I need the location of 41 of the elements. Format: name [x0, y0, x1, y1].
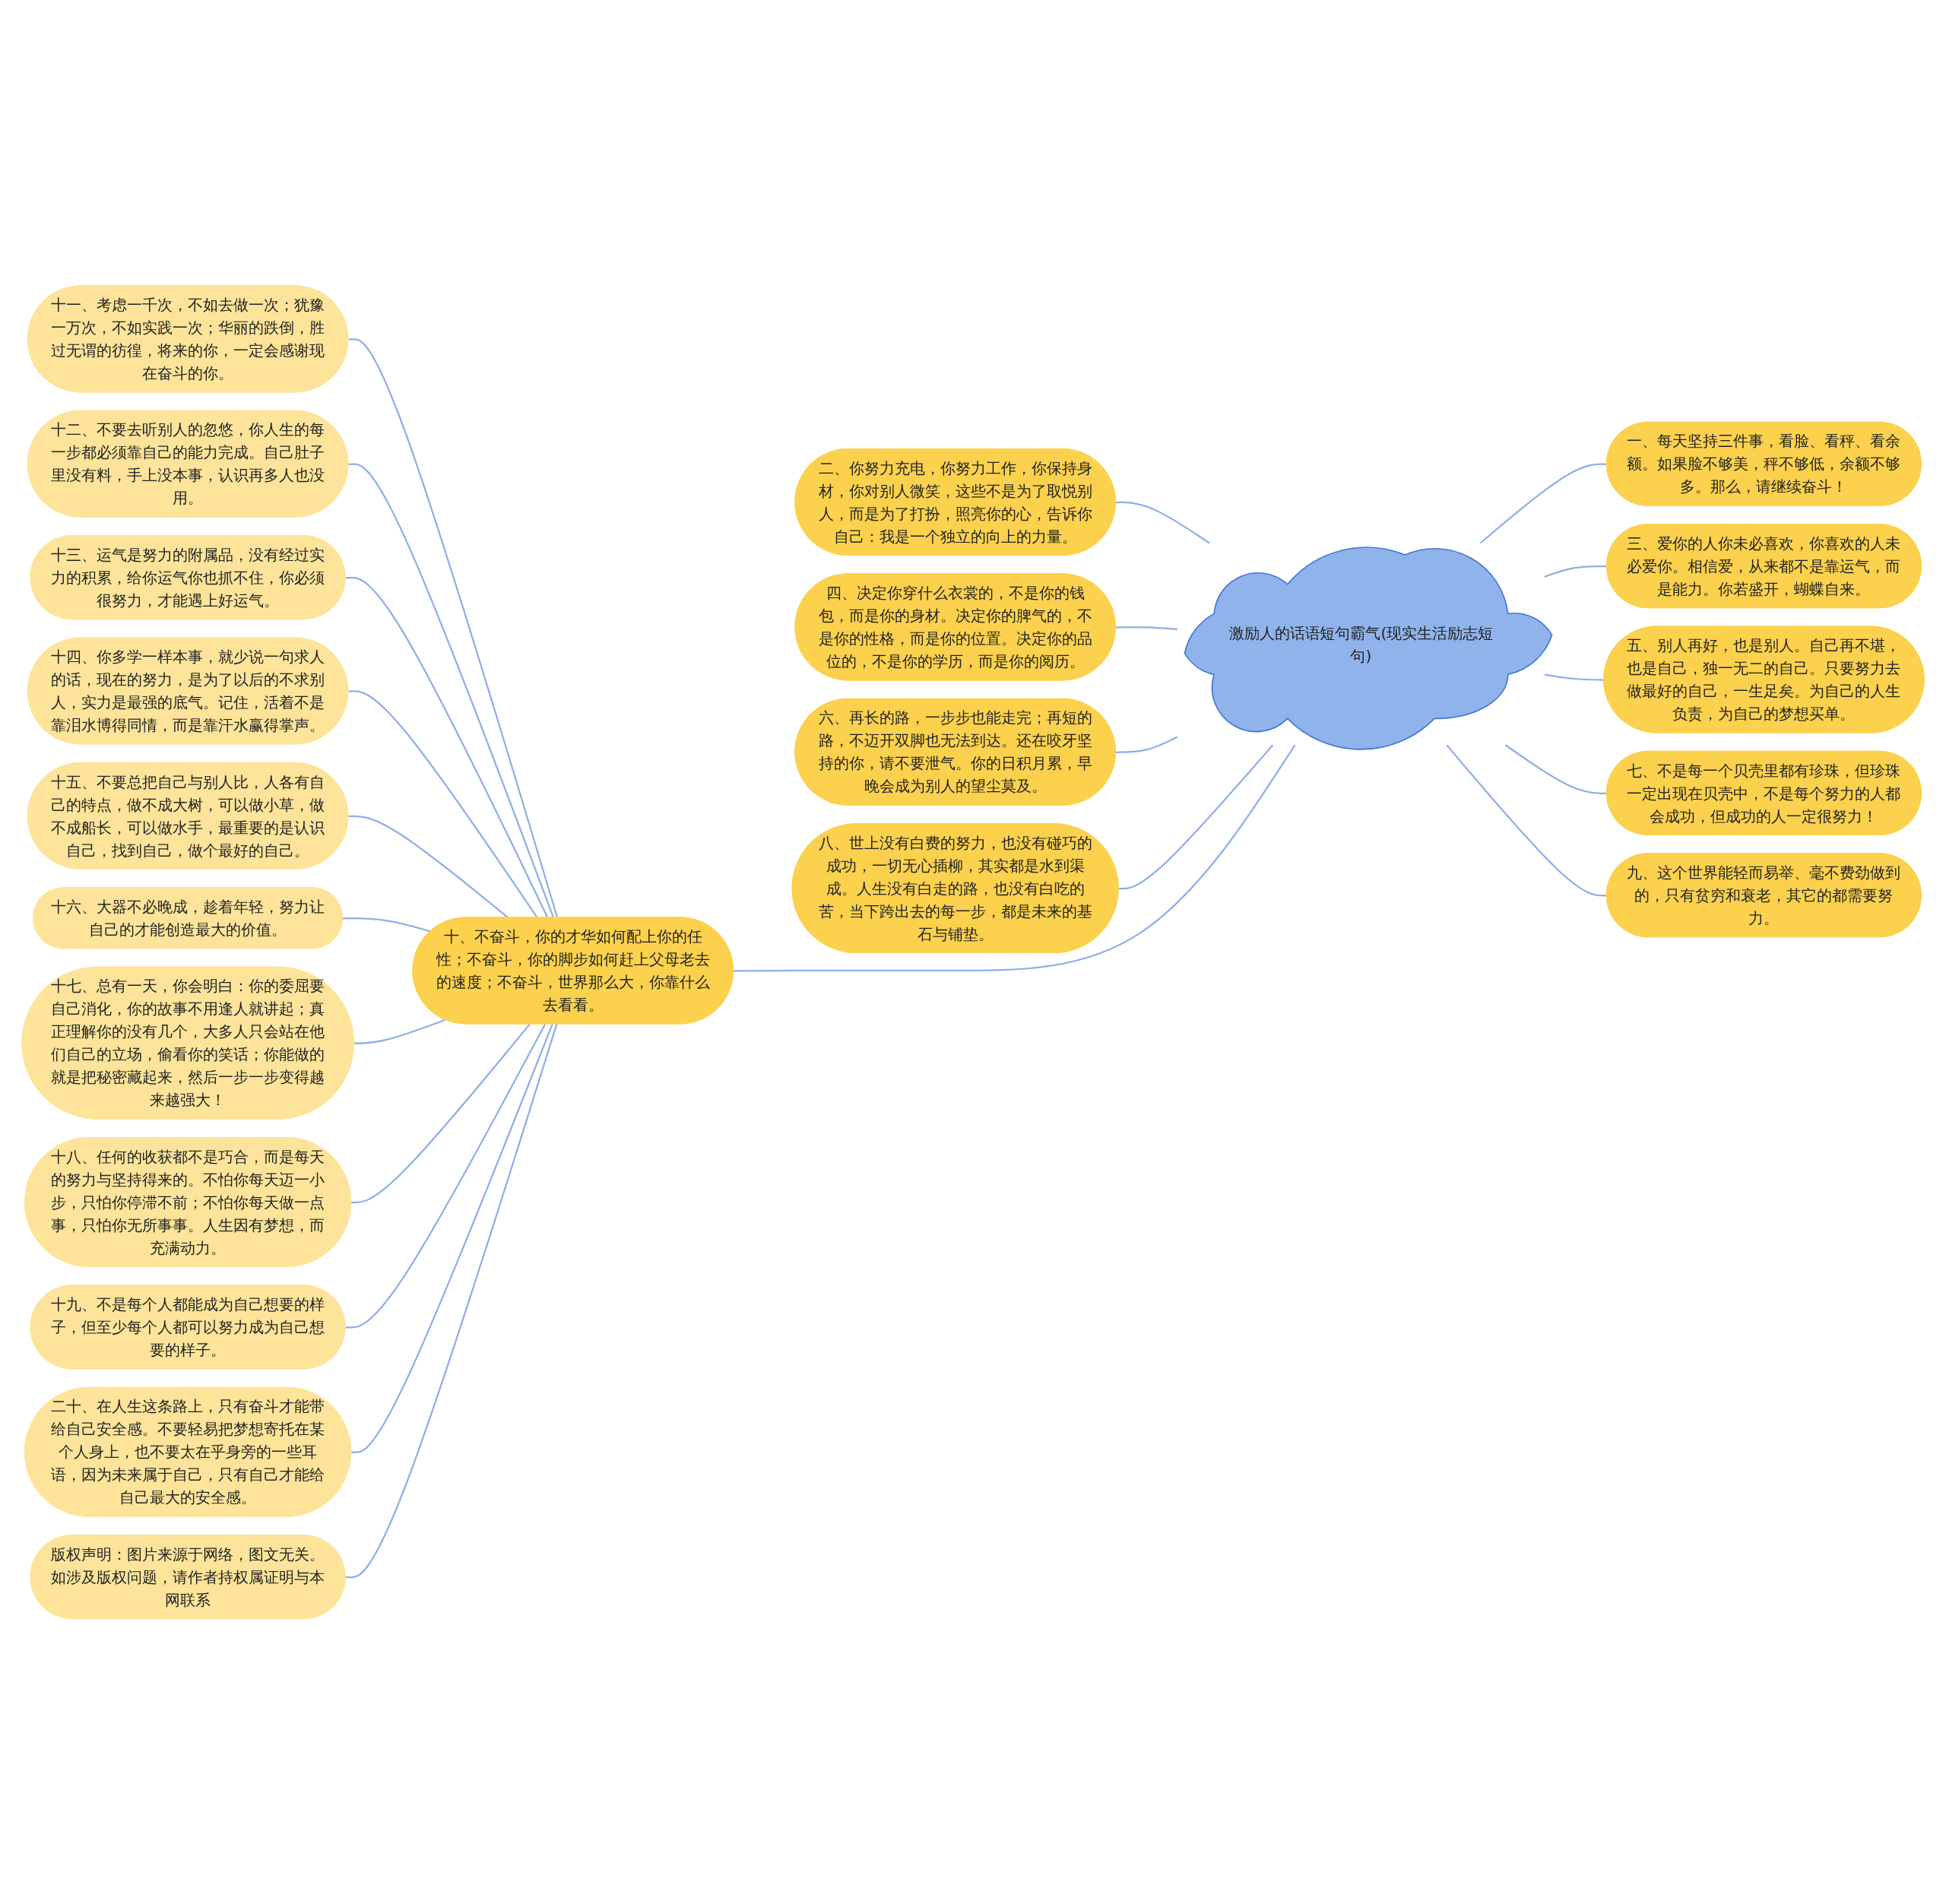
idea-bubble: 十三、运气是努力的附属品，没有经过实力的积累，给你运气你也抓不住，你必须很努力，才能遇上好运气。 — [30, 534, 346, 619]
idea-bubble: 十九、不是每个人都能成为自己想要的样子，但至少每个人都可以努力成为自己想要的样子。 — [30, 1285, 346, 1370]
idea-bubble: 三、爱你的人你未必喜欢，你喜欢的人未必爱你。相信爱，从来都不是靠运气，而是能力。你若盛开，蝴蝶自来。 — [1605, 523, 1922, 608]
idea-bubble: 二、你努力充电，你努力工作，你保持身材，你对别人微笑，这些不是为了取悦别人，而是为了打扮，照亮你的心，告诉你自己：我是一个独立的向上的力量。 — [794, 448, 1116, 556]
connector-line — [1118, 744, 1274, 890]
connector-line — [345, 1023, 558, 1579]
connector-line — [351, 1023, 553, 1453]
connector-line — [1446, 744, 1607, 897]
connector-line — [348, 337, 559, 918]
idea-bubble: 七、不是每一个贝壳里都有珍珠，但珍珠一定出现在贝壳中，不是每个努力的人都会成功，但成功的人一定很努力！ — [1605, 750, 1922, 835]
idea-bubble: 十四、你多学一样本事，就少说一句求人的话，现在的努力，是为了以后的不求别人，实力是最强的底气。记住，活着不是靠泪水博得同情，而是靠汗水赢得掌声。 — [27, 637, 349, 745]
idea-bubble: 十二、不要去听别人的忽悠，你人生的每一步都必须靠自己的能力完成。自己肚子里没有料，手上没本事，认识再多人也没用。 — [27, 410, 349, 518]
connector-line — [345, 1023, 546, 1329]
idea-bubble: 九、这个世界能轻而易举、毫不费劲做到的，只有贫穷和衰老，其它的都需要努力。 — [1605, 853, 1922, 938]
idea-bubble: 十五、不要总把自己与别人比，人各有自己的特点，做不成大树，可以做小草，做不成船长，可以做水手，最重要的是认识自己，找到自己，做个最好的自己。 — [27, 762, 349, 870]
connector-line — [351, 1023, 531, 1203]
idea-bubble: 六、再长的路，一步步也能走完；再短的路，不迈开双脚也无法到达。还在咬牙坚持的你，请不要泄气。你的日积月累，早晚会成为别人的望尘莫及。 — [794, 698, 1116, 806]
connector-line — [345, 576, 549, 918]
connector-line — [1544, 565, 1607, 578]
connector-line — [1115, 626, 1177, 630]
idea-bubble: 版权声明：图片来源于网络，图文无关。如涉及版权问题，请作者持权属证明与本网联系 — [30, 1534, 346, 1619]
idea-bubble: 十一、考虑一千次，不如去做一次；犹豫一万次，不如实践一次；华丽的跌倒，胜过无谓的彷徨，将来的你，一定会感谢现在奋斗的你。 — [27, 285, 349, 393]
idea-bubble: 十六、大器不必晚成，趁着年轻，努力让自己的才能创造最大的价值。 — [33, 887, 343, 949]
connector-line — [348, 463, 555, 918]
connector-line — [733, 744, 1296, 972]
idea-bubble: 五、别人再好，也是别人。自己再不堪，也是自己，独一无二的自己。只要努力去做最好的自己，一生足矣。为自己的人生负责，为自己的梦想买单。 — [1603, 626, 1925, 733]
connector-line — [1115, 736, 1178, 753]
idea-bubble: 四、决定你穿什么衣裳的，不是你的钱包，而是你的身材。决定你的脾气的，不是你的性格，而是你的位置。决定你的品位的，不是你的学历，而是你的阅历。 — [794, 573, 1116, 681]
connector-line — [342, 917, 431, 933]
idea-bubble: 十七、总有一天，你会明白：你的委屈要自己消化，你的故事不用逢人就讲起；真正理解你的没有几个，大多人只会站在他们自己的立场，偷看你的笑话；你能做的就是把秘密藏起来，然后一步一步变得越来越强大！ — [21, 966, 354, 1120]
idea-bubble: 十八、任何的收获都不是巧合，而是每天的努力与坚持得来的。不怕你每天迈一小步，只怕你停滞不前；不怕你每天做一点事，只怕你无所事事。人生因有梦想，而充满动力。 — [24, 1136, 352, 1267]
idea-bubble: 八、世上没有白费的努力，也没有碰巧的成功，一切无心插柳，其实都是水到渠成。人生没有白走的路，也没有白吃的苦，当下跨出去的每一步，都是未来的基石与铺垫。 — [791, 822, 1119, 953]
idea-bubble: 十、不奋斗，你的才华如何配上你的任性；不奋斗，你的脚步如何赶上父母老去的速度；不奋斗，世界那么大，你靠什么去看看。 — [412, 917, 734, 1025]
idea-bubble: 一、每天坚持三件事，看脸、看秤、看余额。如果脸不够美，秤不够低，余额不够多。那么，请继续奋斗！ — [1605, 421, 1922, 506]
connector-line — [1504, 744, 1607, 794]
connector-line — [348, 690, 538, 918]
connector-line — [353, 1019, 446, 1044]
connector-line — [1479, 463, 1607, 544]
idea-bubble: 二十、在人生这条路上，只有奋斗才能带给自己安全感。不要轻易把梦想寄托在某个人身上，也不要太在乎身旁的一些耳语，因为未来属于自己，只有自己才能给自己最大的安全感。 — [24, 1386, 352, 1517]
connector-line — [1115, 501, 1210, 544]
topic-cloud: 激励人的话语短句霸气(现实生活励志短句) — [1184, 546, 1553, 750]
